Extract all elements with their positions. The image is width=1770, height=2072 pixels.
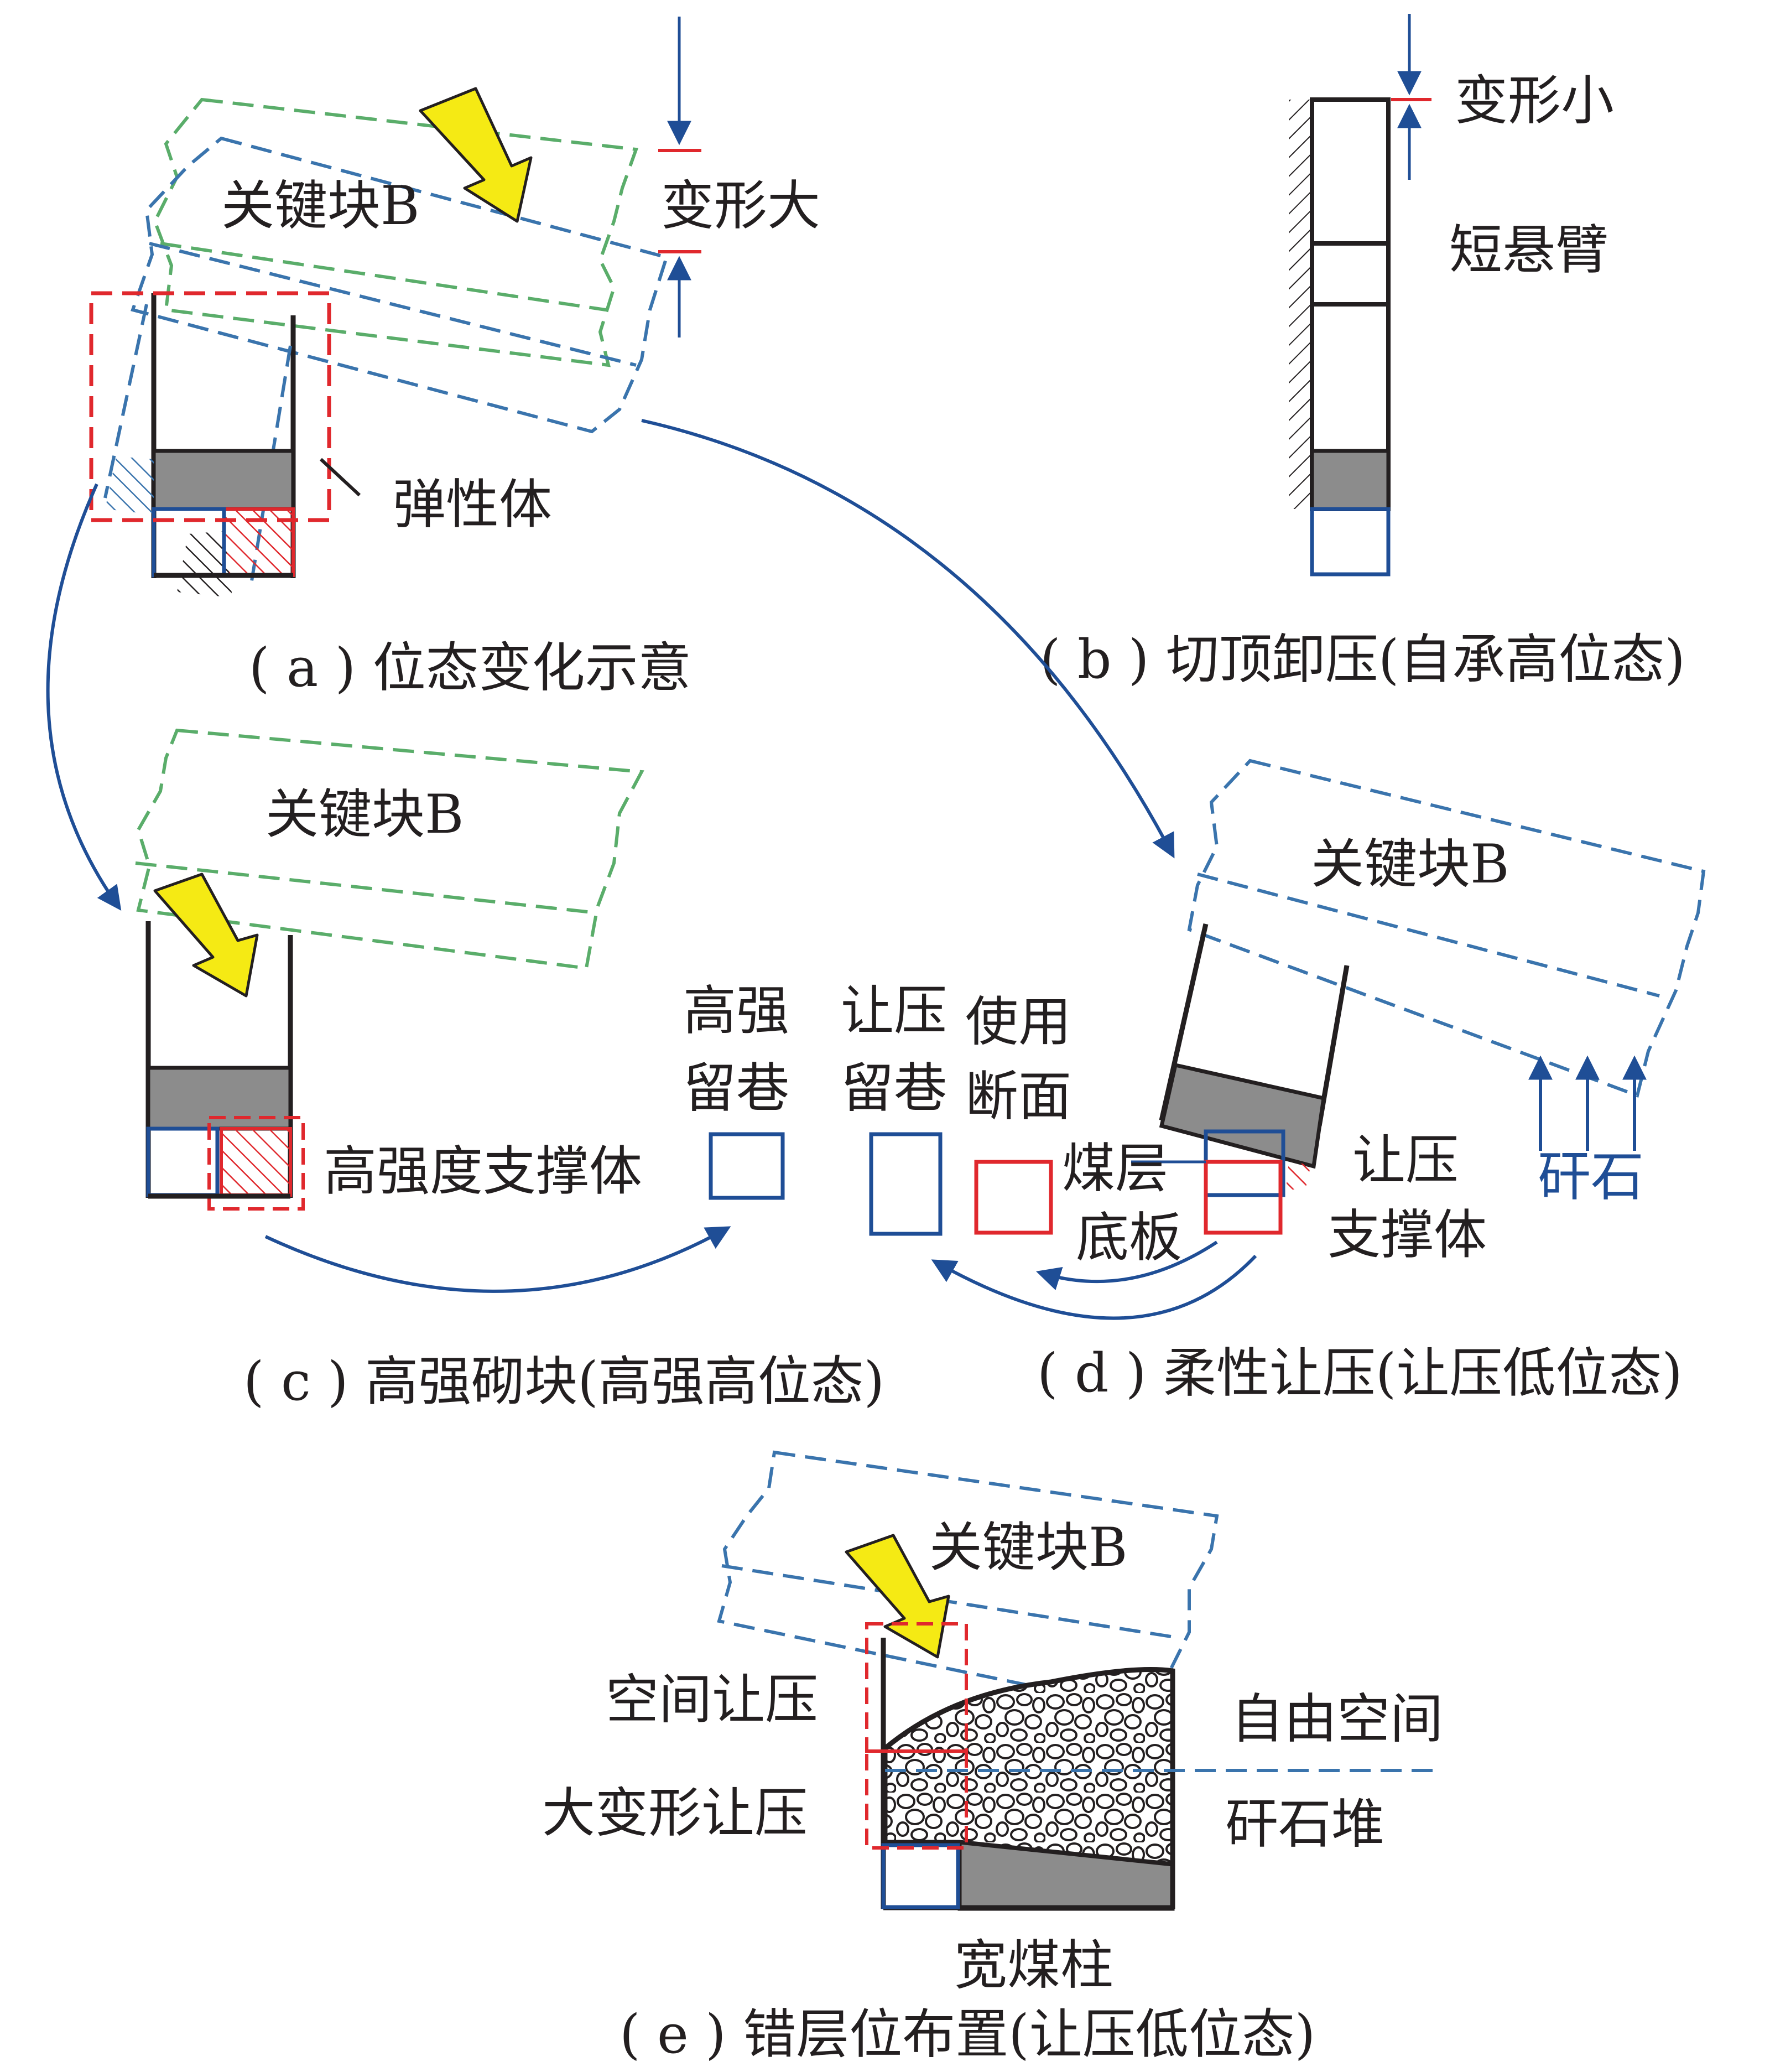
- support-blue-box-e: [881, 1843, 960, 1909]
- load-arrow-icon-e: [845, 1534, 950, 1659]
- elastic-body-c: [146, 1066, 293, 1131]
- label-key-block-d: 关键块B: [1311, 833, 1509, 895]
- label-service-section-2: 断面: [965, 1066, 1071, 1128]
- label-small-deformation: 变形小: [1455, 70, 1614, 132]
- caption-e: ( e ) 错层位布置(让压低位态): [620, 2003, 1315, 2065]
- load-arrow-icon: [419, 87, 533, 223]
- focus-box-red-c: [207, 1116, 305, 1211]
- support-blue-box-c: [146, 1126, 220, 1197]
- panel-a: 关键块B 弹性体 变形大 ( a ) 位态变化示意: [89, 17, 820, 699]
- label-yield-roadway-1: 让压: [841, 980, 947, 1042]
- label-yield-support-2: 支撑体: [1328, 1204, 1487, 1266]
- arrow-a-to-c: [46, 483, 122, 911]
- arrow-d-to-yield: [931, 1254, 1257, 1320]
- gangue-pile: [882, 1667, 1175, 1867]
- middle-sections: 高强 留巷 让压 留巷 使用 断面: [683, 980, 1071, 1236]
- caption-c: ( c ) 高强砌块(高强高位态): [243, 1351, 884, 1413]
- label-floor: 底板: [1076, 1207, 1182, 1269]
- label-large-deformation: 变形大: [661, 175, 820, 237]
- hatch-blue: [105, 456, 154, 515]
- key-block-blue-e-mid: [721, 1564, 1179, 1639]
- label-wide-coal-pillar: 宽煤柱: [954, 1934, 1113, 1996]
- label-yield-roadway-2: 留巷: [841, 1057, 947, 1119]
- panel-b: 变形小 短悬臂 ( b ) 切顶卸压(自承高位态): [1040, 14, 1685, 690]
- load-arrow-icon-c: [153, 873, 259, 998]
- label-gangue: 矸石: [1538, 1146, 1644, 1208]
- label-short-cantilever: 短悬臂: [1449, 219, 1608, 281]
- elastic-body-b: [1310, 449, 1391, 511]
- hatch-black: [177, 531, 232, 598]
- label-large-deformation-yield: 大变形让压: [542, 1782, 808, 1844]
- label-coal-seam: 煤层: [1062, 1138, 1168, 1199]
- label-high-strength-roadway-1: 高强: [683, 980, 789, 1042]
- key-block-green-midline: [160, 242, 606, 311]
- label-elastic-body: 弹性体: [393, 474, 552, 536]
- label-free-space: 自由空间: [1231, 1688, 1443, 1750]
- label-yield-support-1: 让压: [1352, 1129, 1459, 1191]
- rotated-wall-left: [103, 304, 148, 498]
- arrow-d-to-service: [1035, 1240, 1218, 1290]
- caption-b: ( b ) 切顶卸压(自承高位态): [1040, 629, 1685, 690]
- section-yield: [869, 1132, 943, 1236]
- panel-c: 关键块B 高强度支撑体 ( c ) 高强砌块(高强高位态): [135, 728, 884, 1413]
- section-high-strength: [709, 1132, 785, 1200]
- caption-d: ( d ) 柔性让压(让压低位态): [1037, 1342, 1683, 1404]
- key-block-blue-outline: [131, 136, 669, 434]
- focus-box-red-a: [89, 291, 331, 522]
- label-space-yield: 空间让压: [606, 1669, 818, 1731]
- connecting-arrows: [46, 419, 1257, 1320]
- elastic-body-block: [152, 449, 295, 511]
- label-gangue-pile: 矸石堆: [1225, 1793, 1384, 1855]
- label-key-block-a: 关键块B: [221, 175, 420, 237]
- deformation-yield-box: [865, 1749, 968, 1850]
- key-block-green-c: [136, 728, 644, 970]
- section-service: [974, 1160, 1053, 1235]
- caption-a: ( a ) 位态变化示意: [249, 637, 691, 699]
- label-high-strength-support: 高强度支撑体: [324, 1140, 642, 1202]
- label-key-block-c: 关键块B: [266, 783, 464, 845]
- panel-d: 关键块B 煤层 底板 让压 支撑体 矸石 ( d ) 柔性让压(让压低位态): [1037, 759, 1706, 1404]
- high-strength-block: [220, 1127, 292, 1197]
- support-blue-box-b: [1310, 507, 1391, 577]
- key-block-blue-d-mid: [1197, 873, 1660, 998]
- label-service-section-1: 使用: [965, 991, 1071, 1053]
- arrow-c-to-middle: [264, 1226, 731, 1293]
- hatch-red-d: [1286, 1162, 1311, 1190]
- yield-support-red: [1204, 1160, 1283, 1235]
- label-high-strength-roadway-2: 留巷: [683, 1057, 789, 1119]
- key-block-blue-midline: [149, 242, 637, 367]
- key-block-blue-d: [1187, 759, 1706, 1098]
- key-block-green-c-mid: [135, 861, 598, 915]
- arrow-a-to-d: [641, 419, 1175, 859]
- label-key-block-e: 关键块B: [929, 1517, 1128, 1578]
- wall-hatch: [1289, 100, 1312, 509]
- panel-e: 关键块B 空间让压 大变形让压 自由空间 矸石堆 宽煤柱 ( e ) 错层位布置…: [542, 1450, 1443, 2065]
- elastic-body-d: [1159, 1062, 1326, 1169]
- key-block-green-outline: [153, 97, 639, 367]
